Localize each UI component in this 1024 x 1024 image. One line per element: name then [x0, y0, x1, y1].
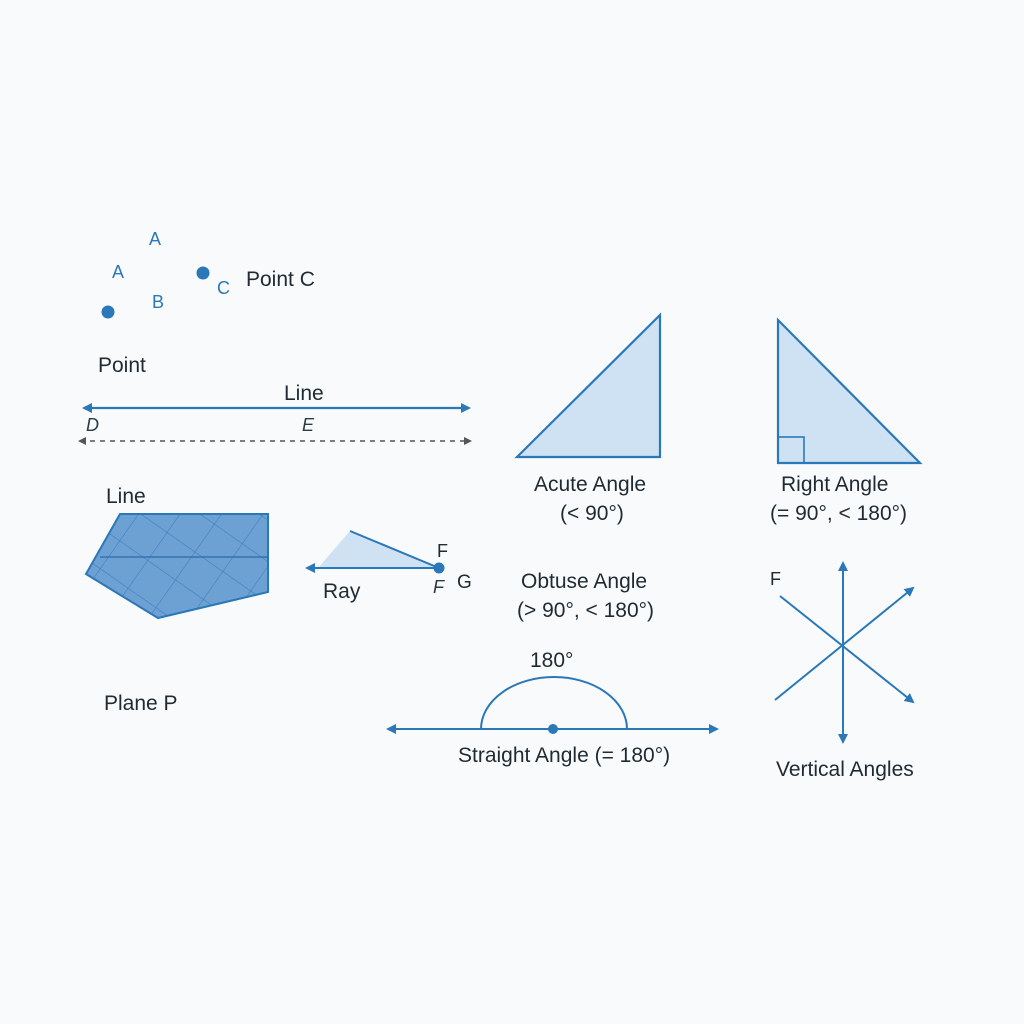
obtuse-measure: (> 90°, < 180°) — [517, 599, 654, 622]
vertical-caption: Vertical Angles — [776, 758, 914, 781]
point-label-b: B — [152, 292, 164, 312]
point-label-a: A — [112, 262, 124, 282]
plane-shape — [84, 513, 269, 620]
line-label-e: E — [302, 415, 315, 435]
ray-upper-side — [349, 530, 440, 569]
plane-caption: Plane P — [104, 692, 178, 715]
vertical-angles-group: F Vertical Angles — [770, 561, 915, 781]
straight-vertex — [548, 724, 558, 734]
ray-label-f-bottom: F — [433, 577, 445, 597]
point-label-c: C — [217, 278, 230, 298]
acute-angle-group: Acute Angle (< 90°) — [514, 312, 662, 525]
line-title: Line — [284, 382, 324, 405]
point-c-caption: Point C — [246, 268, 315, 291]
ray-endpoint — [433, 562, 445, 574]
vertical-line-falling — [779, 595, 915, 704]
points-group: A A B C Point C Point — [98, 229, 315, 377]
plane-group: Line Plane P — [84, 485, 269, 715]
obtuse-title: Obtuse Angle — [521, 570, 647, 593]
acute-title: Acute Angle — [534, 473, 646, 496]
right-triangle — [776, 317, 923, 465]
right-angle-group: Right Angle (= 90°, < 180°) — [770, 317, 923, 525]
vertical-label-f: F — [770, 569, 781, 589]
acute-measure: (< 90°) — [560, 502, 624, 525]
vertical-line-rising — [774, 586, 915, 701]
line-group: Line D E — [78, 382, 472, 445]
plane-top-caption: Line — [106, 485, 146, 508]
straight-arc — [480, 676, 628, 730]
ray-label-f-top: F — [437, 541, 448, 561]
ray-caption: Ray — [323, 580, 361, 603]
straight-caption: Straight Angle (= 180°) — [458, 744, 670, 767]
obtuse-angle-group: Obtuse Angle (> 90°, < 180°) — [517, 570, 654, 622]
straight-angle-group: 180° Straight Angle (= 180°) — [386, 649, 719, 767]
right-measure: (= 90°, < 180°) — [770, 502, 907, 525]
point-label-a-top: A — [149, 229, 161, 249]
straight-degree: 180° — [530, 649, 573, 672]
point-caption: Point — [98, 354, 146, 377]
point-dot-c — [196, 266, 210, 280]
ray-group: F F G Ray — [305, 530, 472, 603]
right-angle-marker — [777, 436, 805, 464]
acute-triangle — [514, 312, 662, 459]
line-label-d: D — [86, 415, 99, 435]
right-title: Right Angle — [781, 473, 888, 496]
point-dot-b — [101, 305, 115, 319]
ray-shade — [318, 531, 439, 568]
ray-label-g: G — [457, 572, 472, 593]
